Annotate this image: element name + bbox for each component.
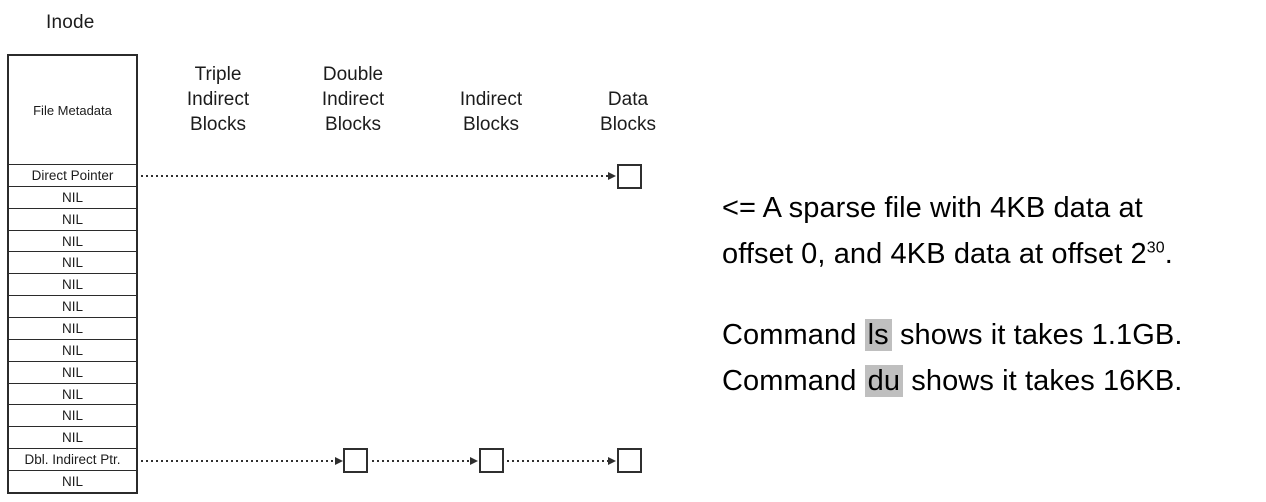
inode-row-nil: NIL: [9, 185, 136, 208]
data-block-square: [617, 164, 642, 189]
inode-row-direct-pointer: Direct Pointer: [9, 164, 136, 186]
inode-row-dbl-indirect-ptr: Dbl. Indirect Ptr.: [9, 448, 136, 470]
exponent-30: 30: [1146, 239, 1165, 257]
dbl-indirect-arrow-line-3: [507, 460, 608, 462]
sparse-note-line2: offset 0, and 4KB data at offset 2: [722, 238, 1147, 270]
column-header-triple-indirect-blocks: Triple Indirect Blocks: [186, 64, 250, 135]
inode-row-nil: NIL: [9, 295, 136, 317]
inode-row-nil: NIL: [9, 426, 136, 448]
data-block-square: [617, 448, 642, 473]
du-line-suffix: shows it takes 16KB.: [903, 365, 1183, 397]
ls-line-suffix: shows it takes 1.1GB.: [891, 319, 1183, 351]
inode-row-nil: NIL: [9, 470, 136, 492]
inode-row-nil: NIL: [9, 273, 136, 295]
arrowhead-icon: [470, 456, 478, 465]
inode-row-nil: NIL: [9, 360, 136, 383]
inode-row-nil: NIL: [9, 207, 136, 230]
sparse-file-note: <= A sparse file with 4KB data at offset…: [722, 185, 1173, 277]
file-metadata-cell: File Metadata: [33, 102, 112, 118]
dbl-indirect-arrow-line-1: [141, 460, 335, 462]
inode-row-nil: NIL: [9, 251, 136, 273]
inode-row-nil: NIL: [9, 229, 136, 252]
inode-row-nil: NIL: [9, 382, 136, 405]
arrowhead-icon: [608, 456, 616, 465]
du-line-prefix: Command: [722, 365, 865, 397]
ls-command-highlight: ls: [864, 319, 892, 351]
column-header-double-indirect-blocks: Double Indirect Blocks: [321, 64, 385, 135]
inode-title: Inode: [46, 12, 95, 33]
direct-pointer-arrow-line: [141, 175, 608, 177]
sparse-note-period: .: [1164, 238, 1173, 270]
column-header-data-blocks: Data Blocks: [600, 89, 656, 135]
inode-row-nil: NIL: [9, 317, 136, 339]
du-command-highlight: du: [864, 365, 904, 397]
inode-row-nil: NIL: [9, 404, 136, 426]
dbl-indirect-arrow-line-2: [372, 460, 470, 462]
arrowhead-icon: [608, 171, 616, 180]
ls-line-prefix: Command: [722, 319, 865, 351]
sparse-note-line1: <= A sparse file with 4KB data at: [722, 192, 1143, 224]
column-header-indirect-blocks: Indirect Blocks: [459, 89, 523, 135]
double-indirect-block-square: [343, 448, 368, 473]
inode-row-nil: NIL: [9, 338, 136, 361]
inode-box: File Metadata Direct Pointer NIL NIL NIL…: [7, 54, 138, 494]
command-size-note: Command ls shows it takes 1.1GB. Command…: [722, 312, 1183, 404]
indirect-block-square: [479, 448, 504, 473]
arrowhead-icon: [335, 456, 343, 465]
